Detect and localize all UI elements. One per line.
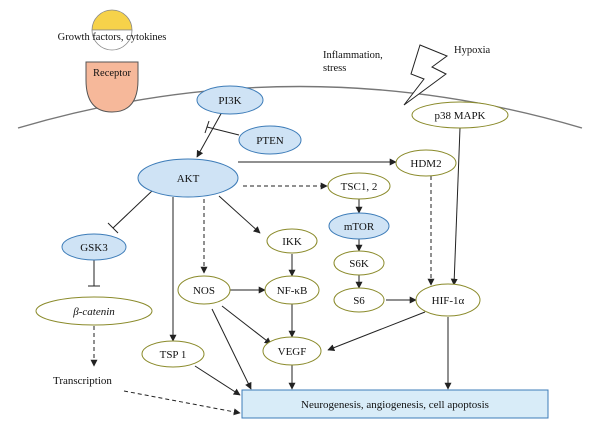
stress-label: stress (323, 63, 346, 74)
tsp1-label: TSP 1 (160, 349, 187, 361)
s6-node (333, 287, 385, 313)
s6k-node (333, 250, 385, 276)
gsk3-label: GSK3 (80, 242, 108, 254)
outcome-box (241, 389, 549, 419)
nos-label: NOS (193, 285, 215, 297)
lightning-bolt-icon (403, 44, 449, 106)
growth-factors-label: Growth factors, cytokines (58, 32, 167, 43)
receptor-label: Receptor (93, 68, 131, 79)
pten-node (238, 125, 302, 155)
nfkb-label: NF-κB (277, 285, 308, 297)
mtor-node (328, 212, 390, 240)
akt-label: AKT (177, 173, 200, 185)
akt-node (137, 158, 239, 198)
p38-mapk-node (411, 101, 509, 129)
ikk-label: IKK (282, 236, 302, 248)
beta-catenin-node (35, 296, 153, 326)
beta-catenin-label: β-catenin (72, 306, 115, 318)
pten-label: PTEN (256, 135, 284, 147)
ikk-node (266, 228, 318, 254)
vegf-node (262, 336, 322, 366)
inflammation-label: Inflammation, (323, 50, 383, 61)
transcription-label: Transcription (53, 375, 112, 387)
pi3k-label: PI3K (218, 95, 241, 107)
pi3k-node (196, 85, 264, 115)
nos-node (177, 275, 231, 305)
s6-label: S6 (353, 295, 365, 307)
hypoxia-label: Hypoxia (454, 45, 491, 56)
outcome-label: Neurogenesis, angiogenesis, cell apoptos… (301, 399, 489, 411)
nfkb-node (264, 275, 320, 305)
growth-factor-ligand (91, 9, 133, 51)
hif-label: HIF-1α (432, 295, 465, 307)
tsc-label: TSC1, 2 (341, 181, 378, 193)
mtor-label: mTOR (344, 221, 375, 233)
receptor-shape (85, 61, 139, 113)
tsc-node (327, 172, 391, 200)
hdm2-label: HDM2 (410, 158, 441, 170)
hif-node (415, 283, 481, 317)
p38-mapk-label: p38 MAPK (434, 110, 485, 122)
gsk3-node (61, 233, 127, 261)
hdm2-node (395, 149, 457, 177)
s6k-label: S6K (349, 258, 369, 270)
vegf-label: VEGF (278, 346, 307, 358)
tsp1-node (141, 340, 205, 368)
